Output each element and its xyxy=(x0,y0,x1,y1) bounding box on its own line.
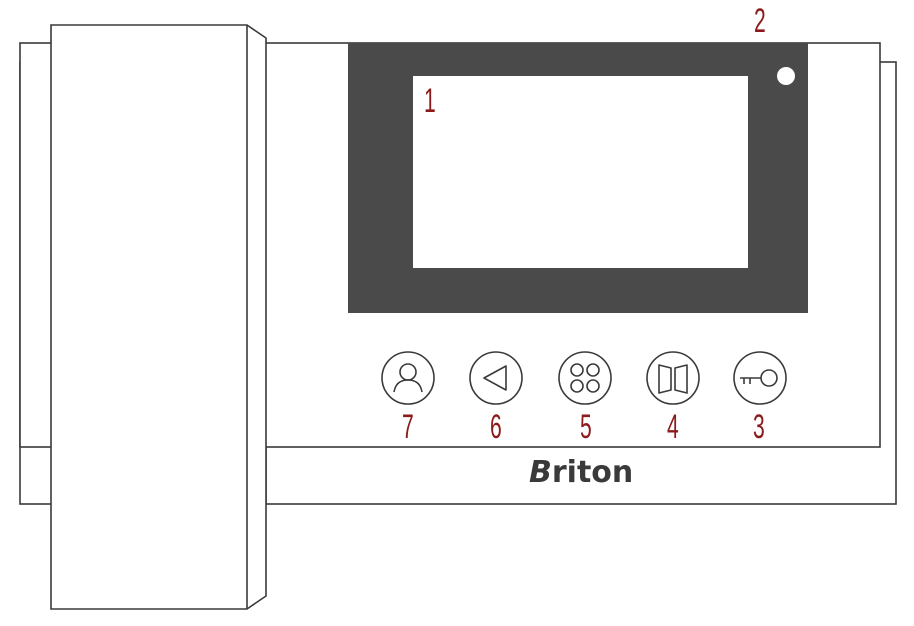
status-indicator xyxy=(777,67,795,85)
handset xyxy=(50,24,267,610)
key-icon xyxy=(740,369,778,387)
person-icon xyxy=(393,363,423,393)
brand-logo-rest: riton xyxy=(551,455,634,490)
brand-logo-initial: B xyxy=(529,455,552,490)
triangle-left-icon xyxy=(483,365,507,391)
button-monitor[interactable] xyxy=(381,351,435,405)
button-intercom-ring xyxy=(646,351,700,405)
callout-back: 6 xyxy=(490,408,502,446)
callout-screen: 1 xyxy=(424,82,436,120)
button-back-ring xyxy=(469,351,523,405)
button-unlock[interactable] xyxy=(733,351,787,405)
display-screen xyxy=(413,76,748,268)
callout-unlock: 3 xyxy=(753,408,765,446)
four-circles-icon xyxy=(570,363,600,393)
callout-intercom: 4 xyxy=(667,408,679,446)
button-monitor-ring xyxy=(381,351,435,405)
handset-body xyxy=(50,24,267,610)
callout-menu: 5 xyxy=(580,408,592,446)
brand-logo: Briton xyxy=(529,455,633,490)
button-menu-ring xyxy=(558,351,612,405)
callout-monitor: 7 xyxy=(402,408,414,446)
callout-indicator: 2 xyxy=(754,2,766,40)
button-menu[interactable] xyxy=(558,351,612,405)
button-back[interactable] xyxy=(469,351,523,405)
door-panels-icon xyxy=(658,364,688,394)
button-intercom[interactable] xyxy=(646,351,700,405)
